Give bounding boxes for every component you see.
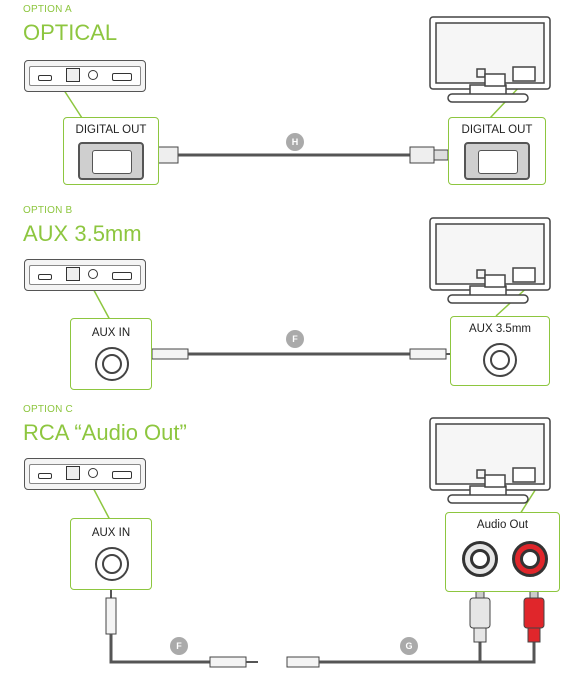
audio-out-label: Audio Out [476,519,529,531]
device-a [24,60,146,92]
aux-in-b-label: AUX IN [91,327,131,339]
aux-port-icon [88,468,98,478]
option-c-title: RCA “Audio Out” [23,420,187,445]
aux-jack-icon [95,347,129,381]
usb-port-icon [38,75,52,81]
device-b [24,259,146,291]
option-c-label: OPTION C [23,404,73,415]
digital-out-left-box: DIGITAL OUT [63,117,159,185]
cable-f-badge: F [286,330,304,348]
digital-out-left-label: DIGITAL OUT [75,124,147,136]
rca-white-jack-icon [462,541,498,577]
optical-jack-icon [464,142,530,180]
aux-jack-icon [483,343,517,377]
device-c [24,458,146,490]
audio-out-box: Audio Out [445,512,560,592]
tv-a [429,16,551,103]
switch-icon [112,272,132,280]
aux-jack-icon [95,547,129,581]
switch-icon [112,471,132,479]
aux-35-label: AUX 3.5mm [469,323,531,335]
aux-in-b-box: AUX IN [70,318,152,390]
option-a-label: OPTION A [23,4,72,15]
option-b-label: OPTION B [23,205,73,216]
cable-h-badge: H [286,133,304,151]
optical-port-icon [66,68,80,82]
cable-f-c-badge: F [170,637,188,655]
optical-port-icon [66,466,80,480]
rca-red-jack-icon [512,541,548,577]
switch-icon [112,73,132,81]
aux-in-c-label: AUX IN [91,527,131,539]
tv-c [429,417,551,504]
cable-g-badge: G [400,637,418,655]
tv-b [429,217,551,304]
option-b-title: AUX 3.5mm [23,221,142,246]
aux-35-box: AUX 3.5mm [450,316,550,386]
usb-port-icon [38,274,52,280]
aux-port-icon [88,269,98,279]
option-a-title: OPTICAL [23,20,118,45]
aux-in-c-box: AUX IN [70,518,152,590]
digital-out-right-label: DIGITAL OUT [461,124,533,136]
optical-jack-icon [78,142,144,180]
optical-port-icon [66,267,80,281]
usb-port-icon [38,473,52,479]
digital-out-right-box: DIGITAL OUT [448,117,546,185]
aux-port-icon [88,70,98,80]
